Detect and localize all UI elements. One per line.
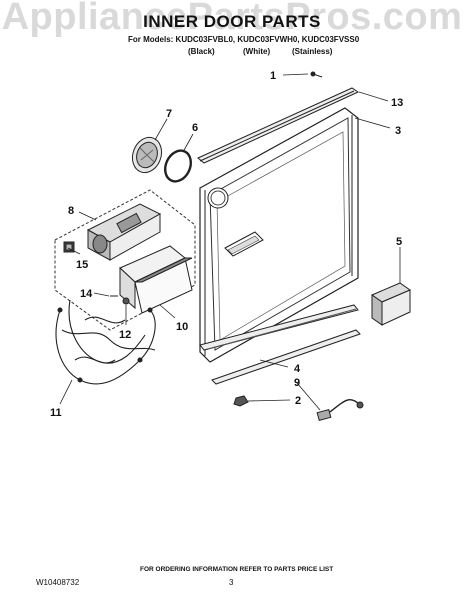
- gasket-part-6: [163, 149, 193, 183]
- callout-8: 8: [68, 205, 74, 217]
- inner-door-panel: [199, 107, 359, 363]
- variant-stainless: (Stainless): [292, 47, 333, 56]
- callout-1: 1: [270, 70, 276, 82]
- callout-3: 3: [395, 125, 401, 137]
- callout-11: 11: [50, 407, 62, 419]
- leader-lines: [59, 73, 401, 411]
- panel-part-10: [119, 245, 193, 314]
- document-number: W10408732: [36, 578, 80, 587]
- page-title: INNER DOOR PARTS: [143, 12, 321, 31]
- bracket-part-5: [370, 282, 412, 326]
- callout-2: 2: [295, 395, 301, 407]
- nut-part-2: [233, 395, 249, 407]
- callout-7: 7: [166, 108, 172, 120]
- assembly-dashed-box: [54, 189, 196, 331]
- watermark: AppliancePartsPros.com: [1, 0, 463, 38]
- callout-12: 12: [119, 329, 131, 341]
- callout-13: 13: [391, 97, 403, 109]
- callout-4: 4: [294, 363, 301, 375]
- page-number: 3: [229, 578, 234, 587]
- sensor-part-9: [316, 398, 364, 422]
- callout-5: 5: [396, 236, 402, 248]
- screw-part-12: [122, 297, 130, 305]
- callout-9: 9: [294, 377, 300, 389]
- ordering-note: FOR ORDERING INFORMATION REFER TO PARTS …: [140, 566, 334, 573]
- wiring-harness-part-11: [55, 299, 156, 385]
- screw-top: [310, 71, 323, 78]
- variant-black: (Black): [188, 47, 215, 56]
- models-line: For Models: KUDC03FVBL0, KUDC03FVWH0, KU…: [128, 35, 360, 44]
- vent-cap-part-7: [131, 136, 163, 174]
- top-trim-strip: [197, 87, 360, 164]
- knob-part-15: [63, 241, 75, 253]
- callout-15: 15: [76, 259, 88, 271]
- callout-6: 6: [192, 122, 198, 134]
- callout-10: 10: [176, 321, 188, 333]
- bottom-trim-strip: [199, 304, 361, 385]
- dispenser-part-8: [86, 203, 162, 261]
- callout-14: 14: [80, 288, 93, 300]
- variant-white: (White): [243, 47, 271, 56]
